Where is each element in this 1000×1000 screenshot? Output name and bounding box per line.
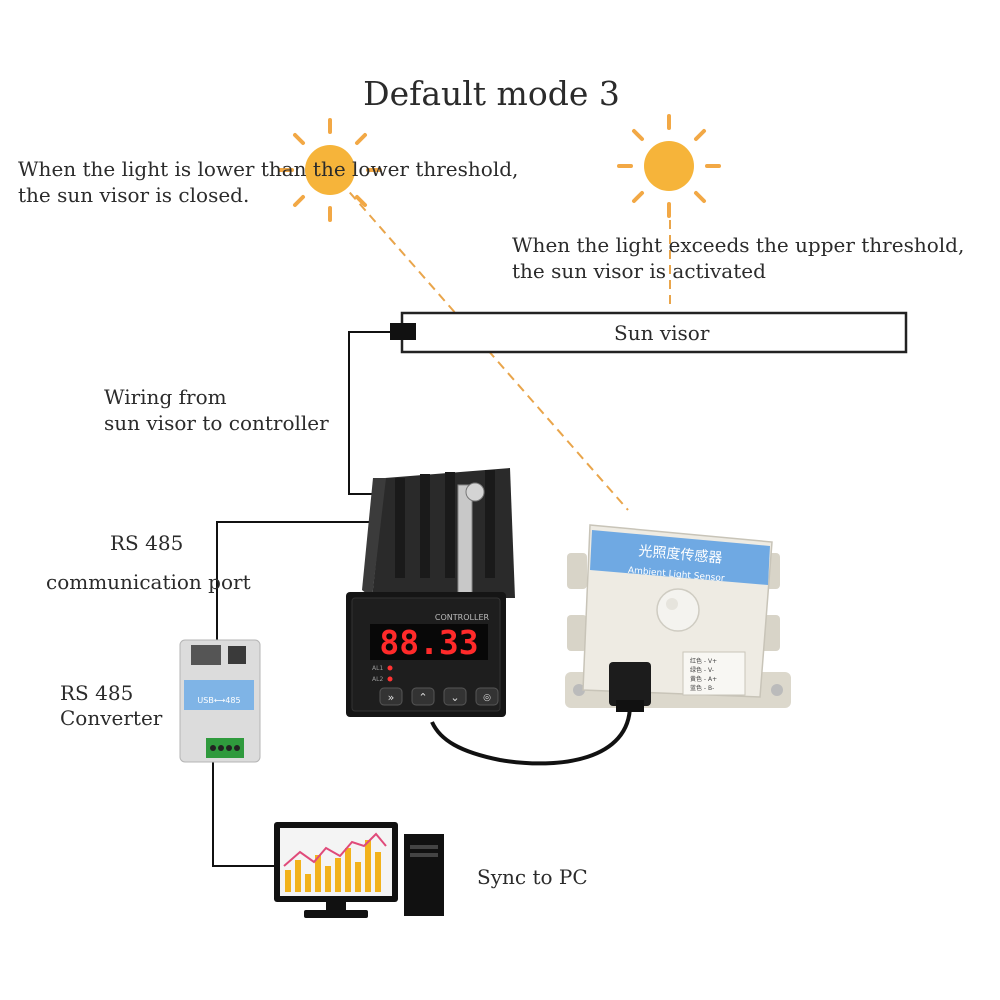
sensor-wire-3: 蓝色 - B- [690,684,714,692]
controller-brand: CONTROLLER [435,613,490,622]
wiring-line2: sun visor to controller [104,411,329,435]
light-sensor-device: 光照度传感器 Ambient Light Sensor 红色 - V+ 绿色 -… [565,524,791,712]
page-title: Default mode 3 [363,74,620,113]
low-threshold-line1: When the light is lower than the lower t… [18,157,519,181]
svg-text:◎: ◎ [483,693,491,703]
pc-monitor-icon [274,822,444,918]
converter-usb-label: USB⟷485 [197,696,240,705]
high-threshold-line1: When the light exceeds the upper thresho… [512,233,965,257]
sun-visor-box [400,311,908,354]
sensor-wire-1: 绿色 - V- [690,666,714,674]
converter-label: RS 485 Converter [60,681,162,731]
sun-visor-connector [390,323,416,340]
high-threshold-text: When the light exceeds the upper thresho… [512,232,964,284]
controller-al2: AL2 [372,676,383,683]
controller-device: 88.33 CONTROLLER AL1 AL2 » ⌃ ⌄ ◎ [346,468,515,717]
converter-line1: RS 485 [60,681,134,705]
high-threshold-line2: the sun visor is activated [512,259,766,283]
svg-text:⌃: ⌃ [418,691,427,704]
sun-icon [278,118,382,222]
sensor-cable [430,704,632,766]
wiring-line1: Wiring from [104,385,227,409]
sync-to-pc-label: Sync to PC [477,865,588,889]
controller-al1: AL1 [372,665,383,672]
sun-icon [617,114,721,218]
sensor-wire-0: 红色 - V+ [690,657,717,665]
wire-converter-to-pc [212,762,276,867]
svg-text:⌄: ⌄ [450,691,459,704]
wiring-text: Wiring from sun visor to controller [104,384,329,436]
converter-line2: Converter [60,706,163,730]
rs485-port-title: RS 485 [110,531,184,555]
controller-display: 88.33 [379,623,478,662]
low-threshold-text: When the light is lower than the lower t… [18,156,518,208]
svg-text:»: » [388,691,395,704]
sun-visor-label: Sun visor [614,321,710,345]
low-threshold-line2: the sun visor is closed. [18,183,250,207]
sensor-wire-2: 黄色 - A+ [690,675,717,683]
wire-visor-to-controller [348,331,390,495]
controller-buttons: » ⌃ ⌄ ◎ [379,687,499,706]
rs485-port-subtitle: communication port [46,570,251,594]
wire-rs485-to-controller [216,521,375,640]
rs485-converter-device: USB⟷485 [179,639,261,763]
sensor-pir-dome [656,588,700,632]
